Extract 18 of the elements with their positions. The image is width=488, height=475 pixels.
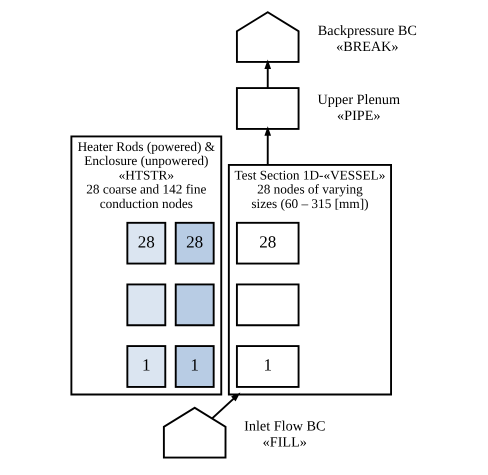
node-box: 28	[235, 222, 300, 265]
node-box	[235, 284, 300, 326]
node-label: Upper Plenum «PIPE»	[317, 92, 400, 124]
arrow	[211, 392, 240, 419]
node-box	[174, 284, 214, 326]
arrow	[264, 126, 271, 165]
node-house	[235, 11, 300, 63]
node-box	[235, 87, 300, 130]
node-box: 28	[174, 222, 214, 265]
node-house	[162, 406, 226, 458]
node-box: 1	[174, 345, 214, 388]
node-label: Backpressure BC «BREAK»	[317, 22, 416, 56]
node-box: 1	[126, 345, 166, 388]
node-box	[126, 284, 166, 326]
arrow	[264, 59, 271, 88]
node-box: 28	[126, 222, 166, 265]
node-box: 1	[235, 345, 300, 388]
node-label: Inlet Flow BC «FILL»	[244, 418, 325, 451]
